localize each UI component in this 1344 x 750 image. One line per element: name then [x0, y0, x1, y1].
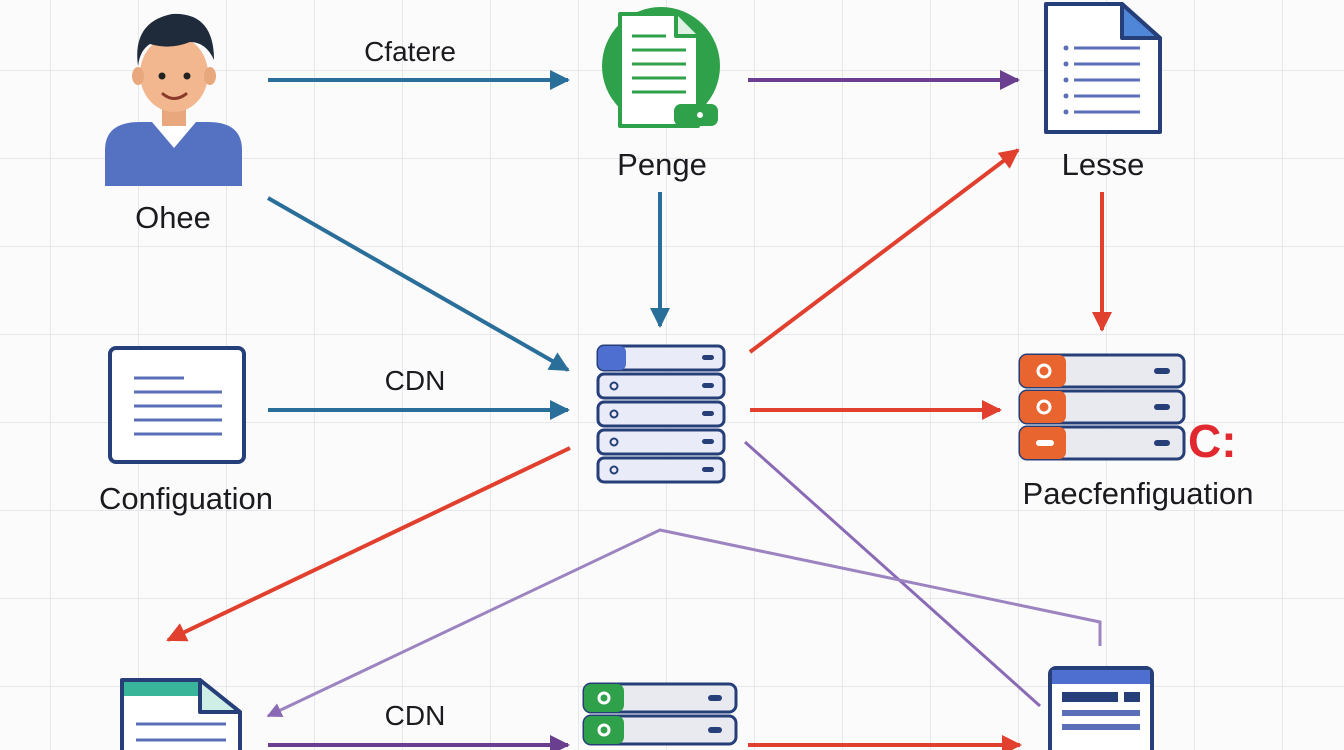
server-stack-green-icon — [582, 682, 738, 746]
edge-server-to-lesse — [748, 148, 1020, 354]
server-orange-badge: C: — [1188, 415, 1237, 467]
document-teal-icon — [120, 678, 242, 750]
config-document-label: Configuation — [98, 481, 274, 516]
edge-label-config-to-server: CDN — [384, 365, 446, 396]
edge-label-person-to-document: Cfatere — [364, 36, 456, 67]
edge-label-bottom-doc-to-server: CDN — [384, 700, 446, 731]
server-stack-orange-icon — [1018, 353, 1186, 461]
document-blue-icon — [1044, 2, 1162, 134]
document-blue-label: Lesse — [1061, 147, 1145, 182]
server-orange-label: Paecfenfiguation — [1022, 476, 1254, 511]
edge-person-to-server — [267, 196, 570, 372]
server-stack-center-icon — [596, 344, 726, 484]
person-label: Ohee — [135, 200, 211, 235]
document-green-icon — [602, 7, 720, 128]
edge-server-to-bottom-left — [166, 446, 571, 642]
edges — [166, 70, 1112, 750]
document-green-label: Penge — [617, 147, 707, 182]
person-icon — [105, 13, 242, 186]
edge-browser-to-bottom-doc — [266, 528, 1102, 718]
browser-window-icon — [1048, 666, 1154, 750]
edge-server-to-browser — [743, 440, 1042, 708]
text-document-icon — [108, 346, 246, 464]
